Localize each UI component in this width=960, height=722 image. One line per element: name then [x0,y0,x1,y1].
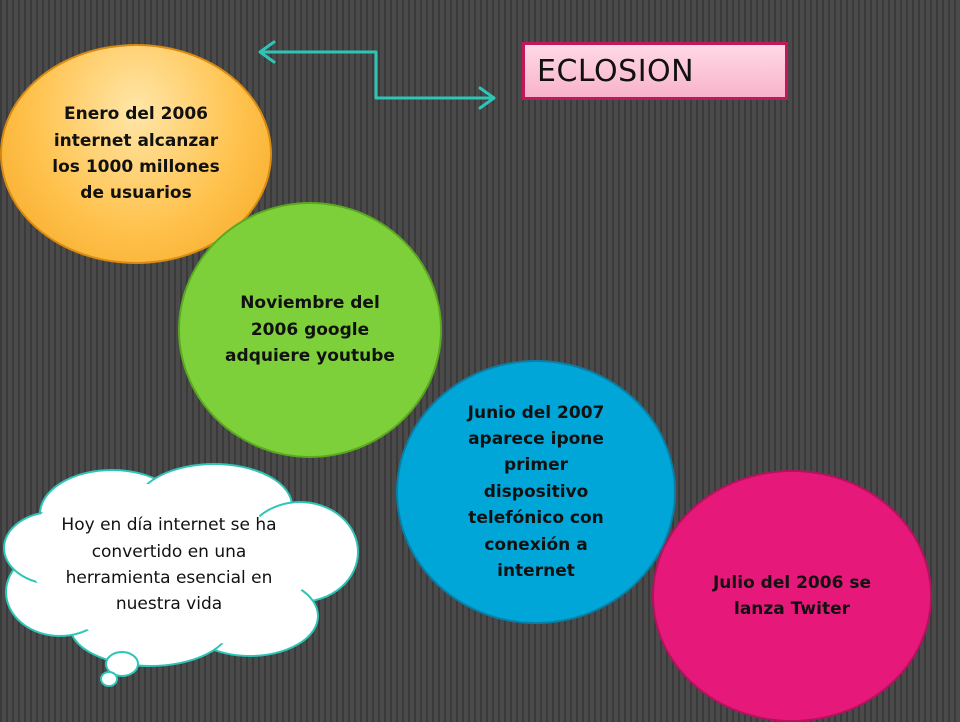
event-text: Enero del 2006 internet alcanzar los 100… [52,104,220,204]
event-text: Junio del 2007 aparece ipone primer disp… [467,402,605,581]
event-bubble-junio-2007: Junio del 2007 aparece ipone primer disp… [396,360,676,624]
event-text: Noviembre del 2006 google adquiere youtu… [225,293,395,367]
page-title: ECLOSION [537,53,695,89]
event-bubble-enero-2006: Enero del 2006 internet alcanzar los 100… [0,44,272,264]
event-bubble-noviembre-2006: Noviembre del 2006 google adquiere youtu… [178,202,442,458]
event-text: Julio del 2006 se lanza Twiter [712,572,871,619]
callout-text: Hoy en día internet se ha convertido en … [61,515,277,615]
title-box: ECLOSION [522,42,788,100]
